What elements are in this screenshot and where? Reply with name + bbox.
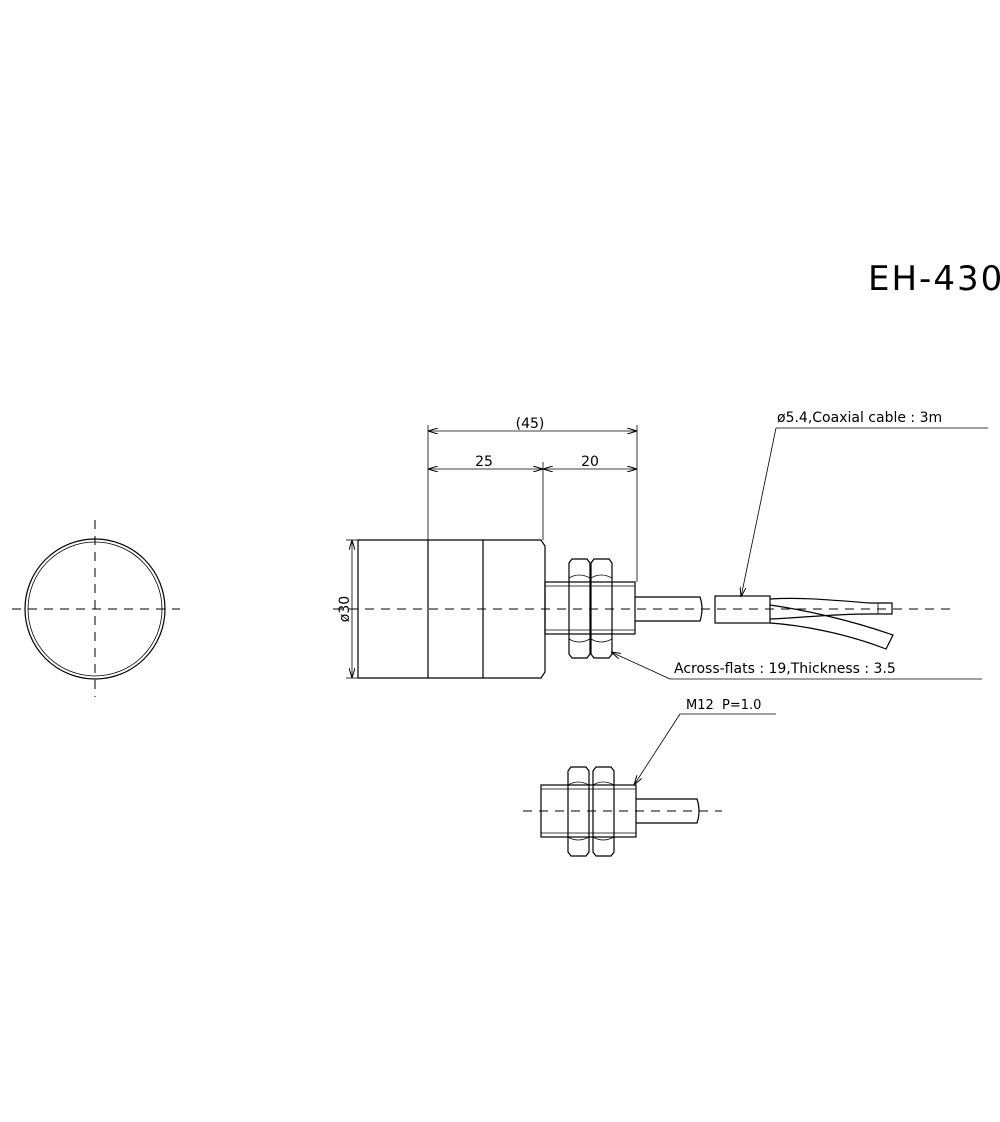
- cable-leader-line: [741, 427, 777, 597]
- thread-leader-line: [634, 713, 681, 785]
- cable-split-upper-wire: [769, 597, 893, 620]
- side-view: (45) 25 20 ø30 ø5.4,Coaxial cable : 3m A…: [333, 410, 988, 680]
- model-title: EH-430: [868, 259, 1000, 299]
- cable-callout-label: ø5.4,Coaxial cable : 3m: [777, 410, 942, 426]
- dimension-thread-length: 20: [581, 454, 599, 470]
- nut-callout-label: Across-flats : 19,Thickness : 3.5: [674, 661, 896, 677]
- thread-callout-label: M12 P=1.0: [686, 698, 761, 713]
- detail-nut-1: [567, 766, 590, 857]
- thread-detail-view: M12 P=1.0: [523, 698, 776, 857]
- front-view: [12, 520, 180, 697]
- nut-1: [568, 558, 591, 659]
- detail-nut-2: [592, 766, 615, 857]
- nut-leader-line: [611, 652, 671, 680]
- dimension-overall-length: (45): [516, 416, 545, 432]
- dimension-head-length: 25: [475, 454, 493, 470]
- dimension-head-diameter: ø30: [337, 596, 353, 622]
- cable-split-lower-wire: [769, 604, 894, 650]
